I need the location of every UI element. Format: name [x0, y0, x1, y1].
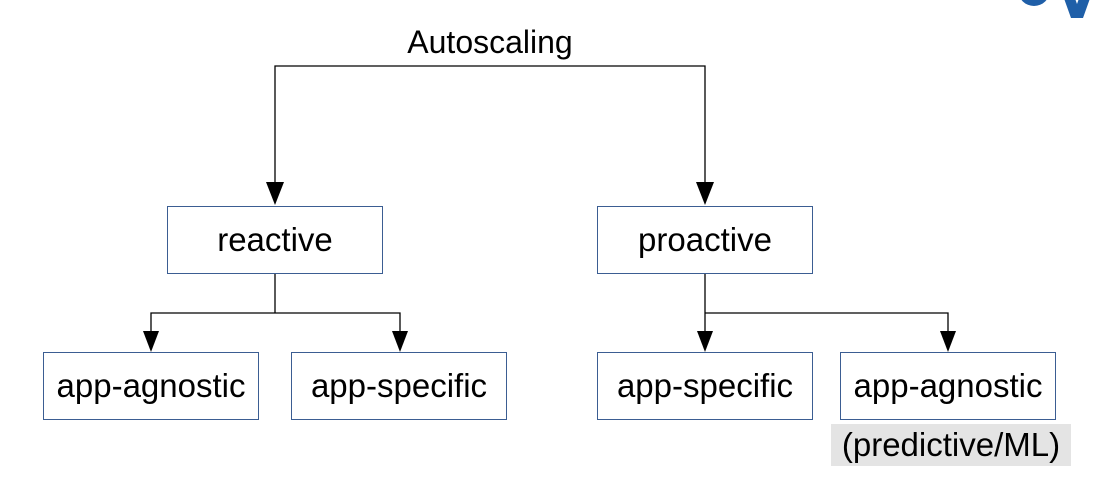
predictive-ml-note: (predictive/ML): [831, 424, 1071, 466]
node-proactive: proactive: [597, 206, 813, 274]
diagram-title: Autoscaling: [407, 24, 573, 60]
node-proactive-app-specific: app-specific: [597, 352, 813, 420]
node-reactive-app-specific: app-specific: [291, 352, 507, 420]
connector-reactive-branch: [150, 312, 401, 336]
arrow-to-proactive: [696, 182, 714, 205]
connector-root: [274, 65, 706, 182]
arrow-to-reactive-agnostic: [143, 331, 159, 352]
arrow-to-proactive-agnostic: [940, 331, 956, 352]
connector-proactive-branch: [705, 312, 949, 336]
arrow-to-proactive-specific: [697, 331, 713, 352]
node-reactive: reactive: [167, 206, 383, 274]
arrow-to-reactive: [266, 182, 284, 205]
node-reactive-app-agnostic: app-agnostic: [43, 352, 259, 420]
logo-graphic: [1021, 0, 1090, 18]
node-proactive-app-agnostic: app-agnostic: [840, 352, 1056, 420]
logo-mark: [1010, 0, 1100, 20]
arrow-to-reactive-specific: [392, 331, 408, 352]
